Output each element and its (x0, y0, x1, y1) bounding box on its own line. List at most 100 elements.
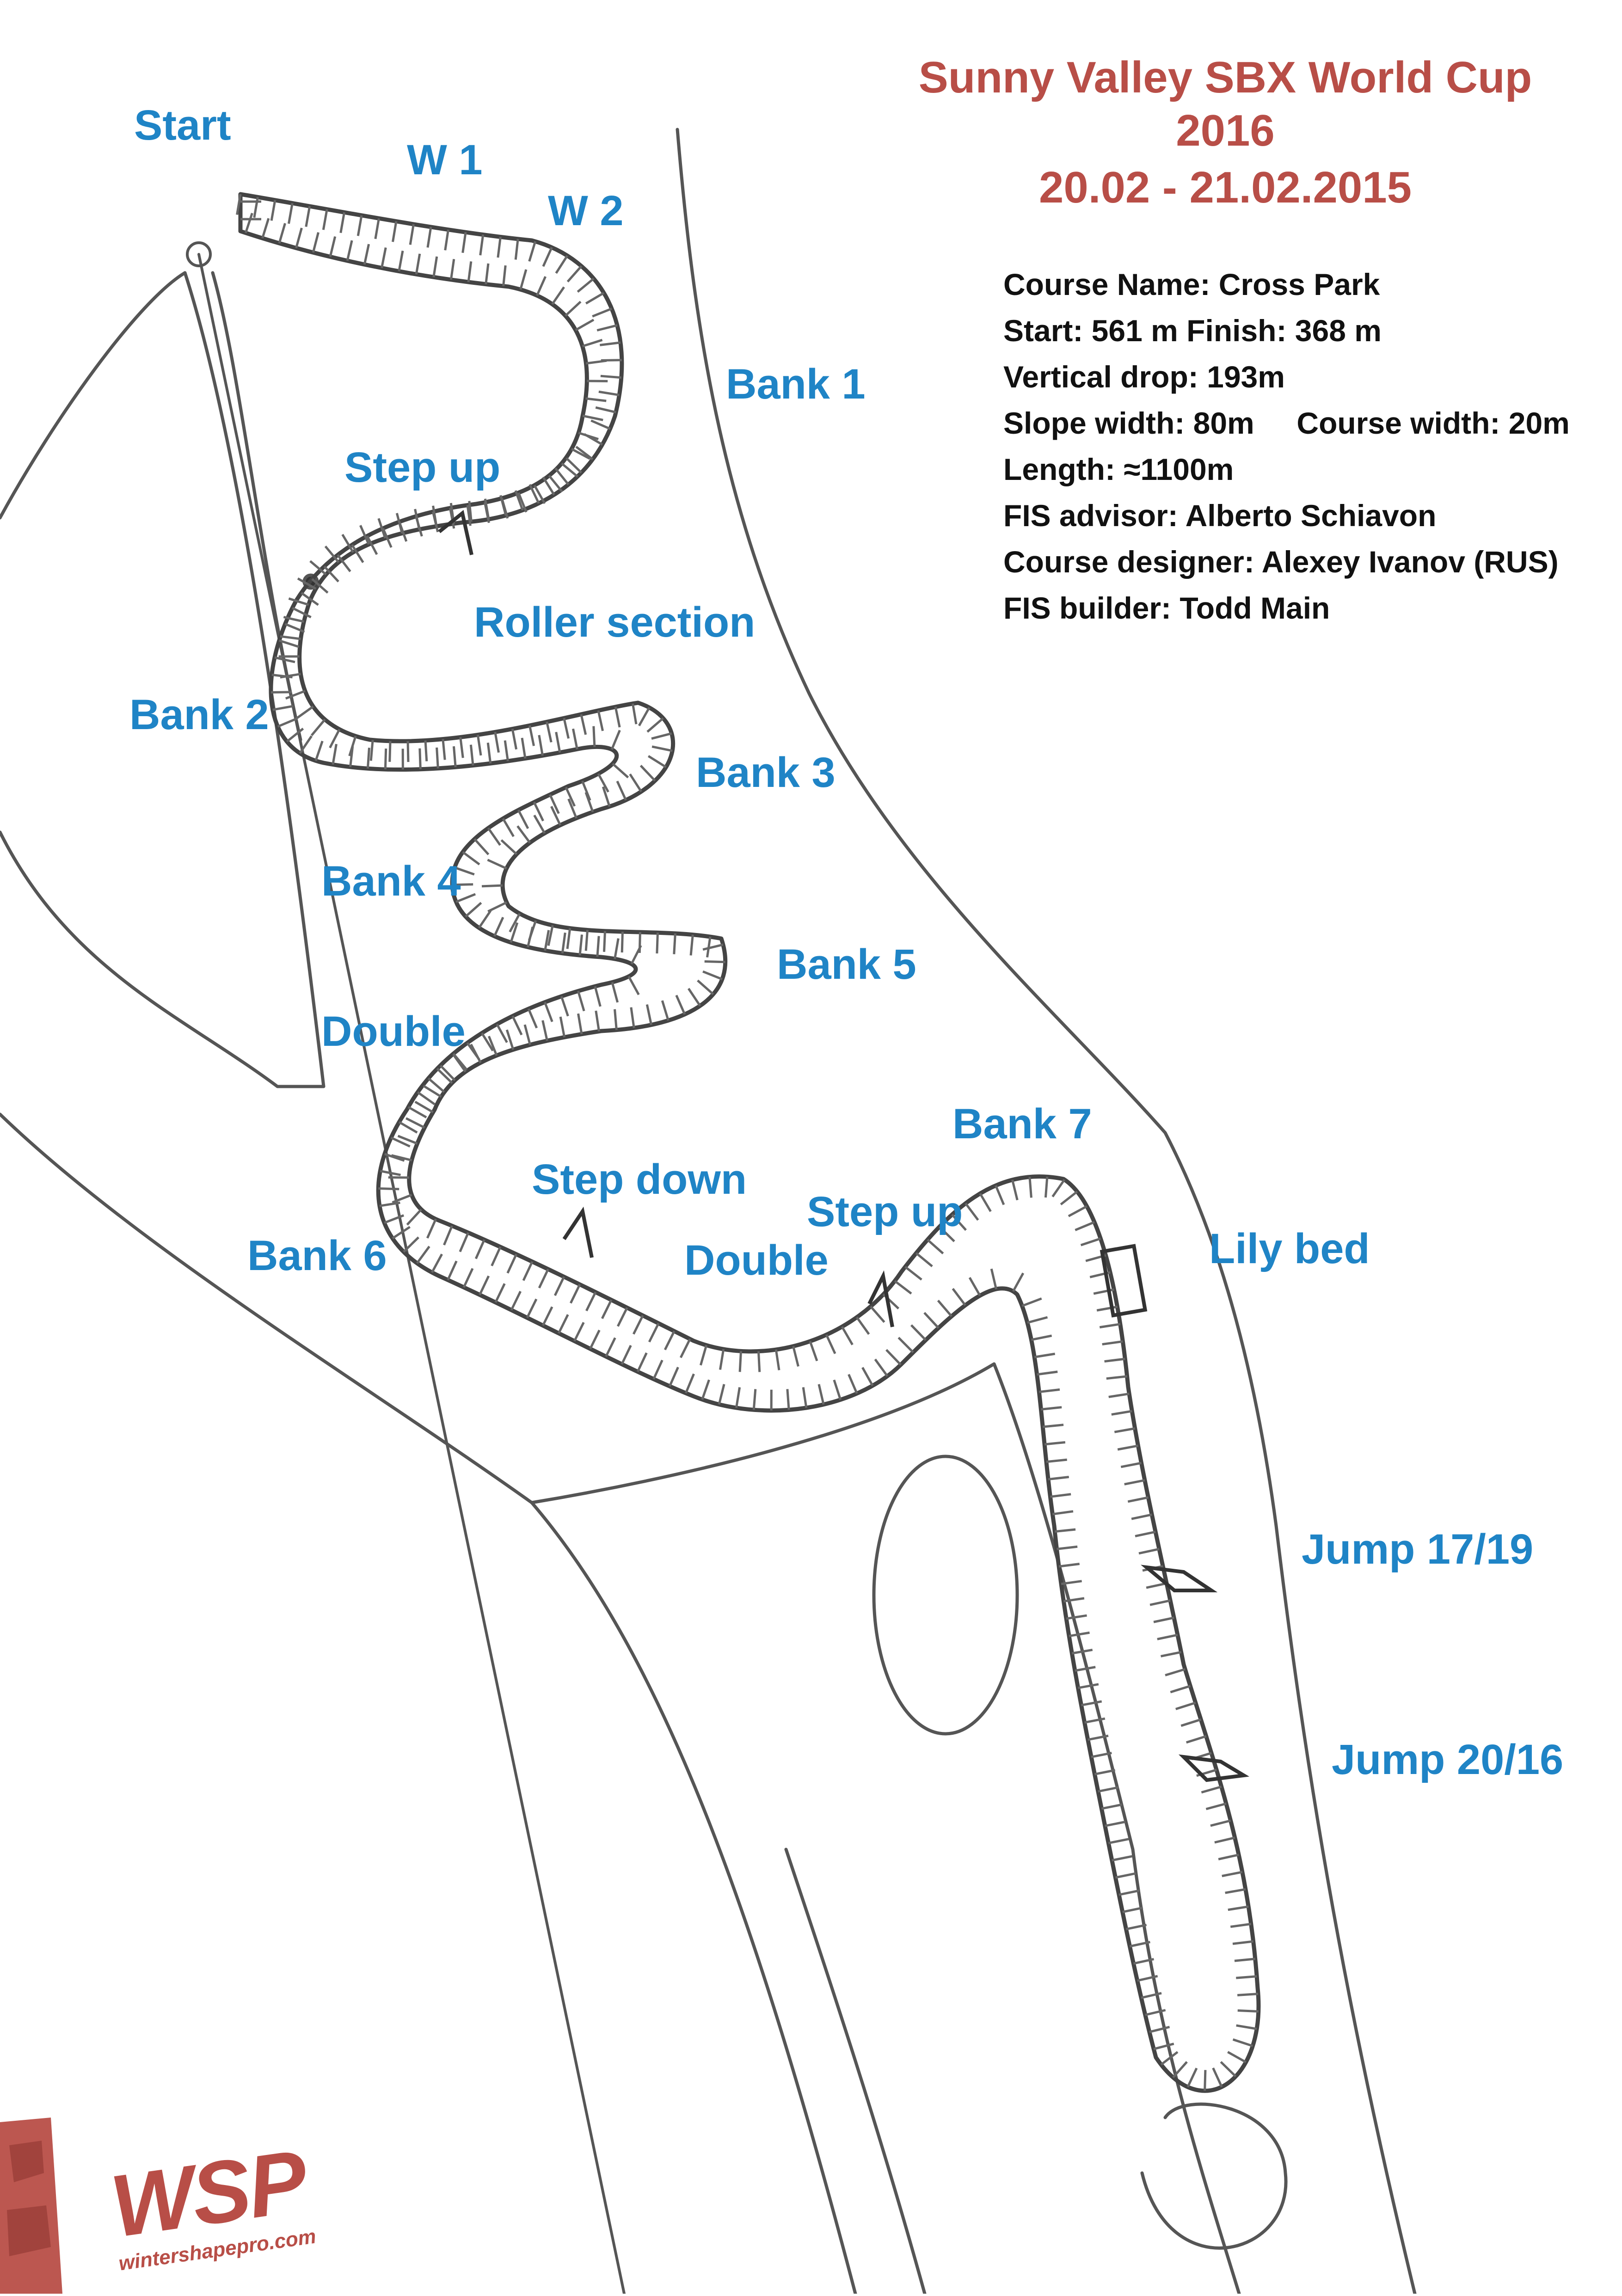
track-hatch (601, 376, 621, 378)
track-hatch (787, 1389, 789, 1410)
track-hatch (928, 1240, 943, 1253)
track-hatch (501, 840, 516, 854)
track-hatch (323, 209, 327, 230)
label-step-up-2: Step up (807, 1191, 963, 1233)
track-hatch (1222, 1872, 1242, 1876)
track-hatch (615, 1009, 617, 1030)
track-hatch (1188, 2068, 1197, 2087)
track-hatch (849, 1375, 857, 1394)
track-hatch (1238, 2011, 1259, 2012)
track-hatch (1109, 1394, 1129, 1397)
pond (874, 1456, 1017, 1734)
track-hatch (482, 885, 503, 886)
track-hatch (700, 1345, 706, 1365)
course-info-line: Course Name: Cross Park (1003, 261, 1570, 307)
track-hatch (1013, 1273, 1023, 1291)
track-hatch (1150, 1601, 1170, 1605)
track-hatch (1066, 1615, 1087, 1619)
track-hatch (505, 741, 508, 761)
label-bank7: Bank 7 (952, 1103, 1092, 1145)
track-hatch (480, 1276, 489, 1295)
track-hatch (1213, 2068, 1222, 2087)
track-hatch (1206, 1804, 1226, 1809)
track-hatch (612, 982, 618, 1002)
track-hatch (599, 392, 619, 395)
track-hatch (615, 939, 619, 959)
track-hatch (1201, 1786, 1221, 1792)
track-hatch (647, 1005, 651, 1025)
track-hatch (415, 1102, 433, 1112)
track-hatch (641, 766, 655, 781)
map-title-block: Sunny Valley SBX World Cup 2016 20.02 - … (892, 51, 1558, 215)
track-hatch (595, 986, 600, 1007)
track-hatch (1061, 1191, 1077, 1204)
track-hatch (657, 933, 658, 953)
track-hatch (416, 254, 420, 274)
course-info-line: FIS advisor: Alberto Schiavon (1003, 492, 1570, 539)
track-hatch (924, 1313, 939, 1328)
track-hatch (246, 213, 252, 233)
track-hatch (703, 945, 723, 950)
track-hatch (938, 1301, 952, 1316)
track-hatch (375, 218, 379, 239)
track-hatch (1048, 1477, 1069, 1480)
track-hatch (857, 1317, 869, 1334)
track-hatch (662, 1001, 668, 1020)
track-hatch (1218, 1855, 1239, 1860)
track-hatch (1118, 1446, 1138, 1449)
track-hatch (289, 203, 292, 223)
track-hatch (529, 725, 534, 746)
track-hatch (574, 1322, 584, 1341)
track-hatch (1114, 1429, 1135, 1432)
track-hatch (539, 1269, 548, 1288)
track-hatch (521, 270, 526, 289)
track-hatch (916, 1253, 932, 1266)
track-hatch (1121, 1463, 1141, 1467)
track-hatch (578, 279, 594, 292)
track-hatch (1215, 1838, 1235, 1842)
track-hatch (565, 301, 581, 316)
track-hatch (432, 1254, 442, 1273)
track-hatch (1105, 1822, 1125, 1826)
label-bank4: Bank 4 (321, 860, 461, 902)
track-hatch (1057, 1547, 1077, 1549)
track-hatch (1181, 1719, 1201, 1726)
track-hatch (562, 933, 565, 953)
track-hatch (1037, 1372, 1058, 1375)
track-hatch (681, 1339, 690, 1357)
track-hatch (676, 995, 685, 1014)
track-hatch (1081, 1701, 1102, 1705)
track-hatch (494, 917, 503, 936)
track-hatch (1112, 1856, 1132, 1860)
track-hatch (518, 810, 528, 829)
track-hatch (454, 746, 455, 767)
track-hatch (444, 1226, 452, 1245)
track-hatch (582, 781, 590, 800)
ridge-line-3 (213, 273, 301, 740)
label-bank5: Bank 5 (777, 943, 916, 986)
track-hatch (486, 264, 488, 284)
track-hatch (1235, 1959, 1255, 1961)
ridge-line (0, 273, 185, 518)
track-hatch (496, 1283, 505, 1302)
jump-17-19-marker (1147, 1567, 1211, 1590)
track-hatch (517, 826, 530, 843)
track-hatch (428, 227, 431, 247)
track-hatch (368, 748, 369, 768)
track-hatch (758, 1351, 759, 1372)
track-hatch (333, 744, 337, 764)
track-hatch (1210, 1821, 1231, 1826)
map-title: Sunny Valley SBX World Cup 2016 (892, 51, 1558, 157)
track-hatch (529, 241, 535, 261)
track-hatch (364, 244, 369, 264)
track-hatch (460, 1233, 468, 1252)
track-hatch (803, 1387, 806, 1408)
track-hatch (834, 1380, 841, 1400)
track-hatch (622, 1345, 631, 1364)
track-hatch (316, 741, 322, 761)
track-hatch (464, 1269, 473, 1288)
track-hatch (448, 1261, 457, 1280)
track-hatch (503, 818, 514, 836)
label-jump-20-16: Jump 20/16 (1332, 1738, 1563, 1781)
track-hatch (598, 711, 603, 731)
